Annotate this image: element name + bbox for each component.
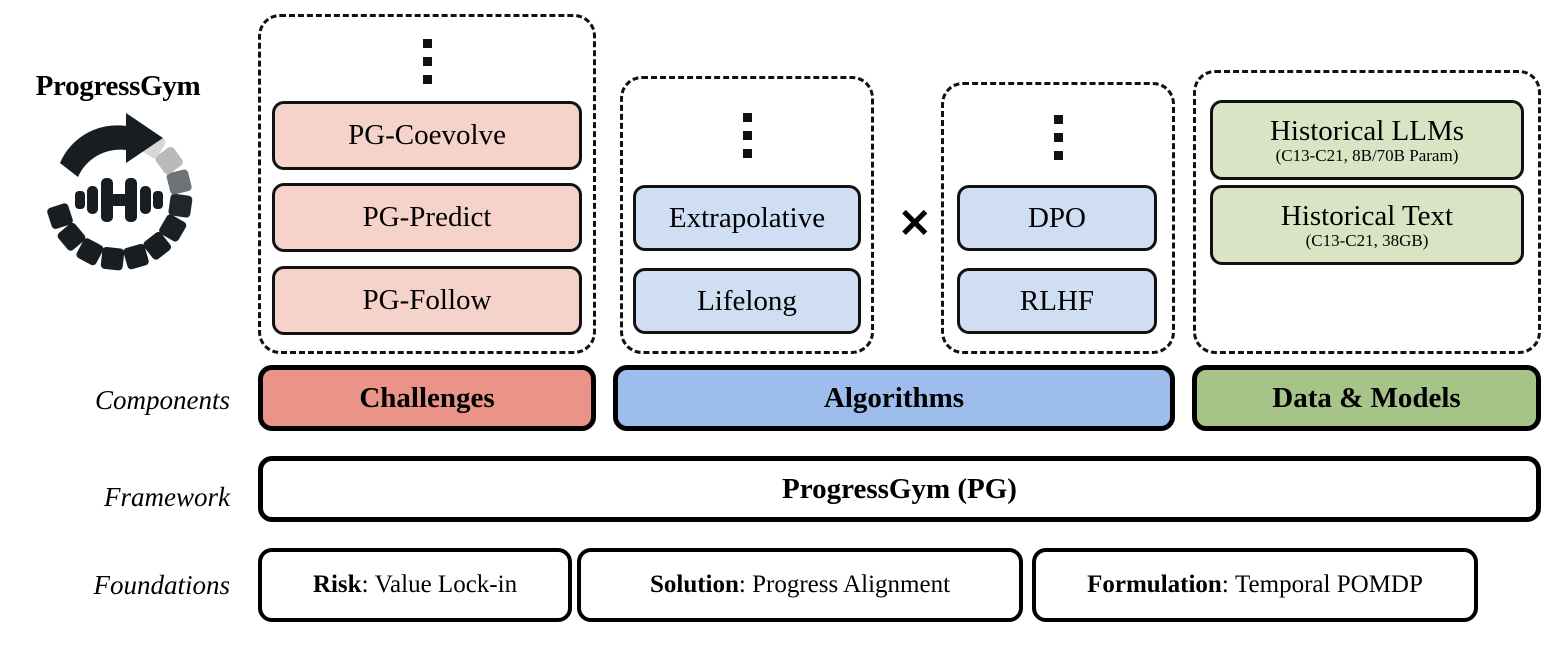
component-bar-challenges[interactable]: Challenges xyxy=(258,365,596,431)
page-title: ProgressGym xyxy=(35,70,201,102)
algorithm-type-vertical-ellipsis-icon xyxy=(743,113,752,158)
framework-bar[interactable]: ProgressGym (PG) xyxy=(258,456,1541,522)
component-bar-data-models[interactable]: Data & Models xyxy=(1192,365,1541,431)
foundation-colon: : xyxy=(738,571,753,598)
algorithm-method-vertical-ellipsis-icon xyxy=(1054,115,1063,160)
foundation-item-key: Solution xyxy=(649,571,739,598)
data-item-sublabel: (C13-C21, 8B/70B Param) xyxy=(1275,145,1459,165)
component-bar-label: Data & Models xyxy=(1272,381,1461,414)
foundation-colon: : xyxy=(1221,571,1236,598)
data-item-historical-text[interactable]: Historical Text (C13-C21, 38GB) xyxy=(1210,185,1524,265)
algorithm-item-dpo[interactable]: DPO xyxy=(957,185,1157,251)
foundation-item-risk[interactable]: Risk: Value Lock-in xyxy=(258,548,572,622)
challenge-item-pg-predict[interactable]: PG-Predict xyxy=(272,183,582,252)
foundation-item-formulation[interactable]: Formulation: Temporal POMDP xyxy=(1032,548,1478,622)
rail-label-framework: Framework xyxy=(104,482,230,512)
algorithm-type-group-container xyxy=(620,76,874,354)
algorithm-item-label: Extrapolative xyxy=(668,201,826,234)
challenge-item-pg-coevolve[interactable]: PG-Coevolve xyxy=(272,101,582,170)
challenges-group-container xyxy=(258,14,596,354)
foundation-item-value: Temporal POMDP xyxy=(1235,571,1423,598)
foundation-item-solution[interactable]: Solution: Progress Alignment xyxy=(577,548,1023,622)
component-bar-algorithms[interactable]: Algorithms xyxy=(613,365,1175,431)
component-bar-label: Algorithms xyxy=(823,381,965,414)
algorithm-method-group-container xyxy=(941,82,1175,354)
algorithm-item-lifelong[interactable]: Lifelong xyxy=(633,268,861,334)
algorithm-item-rlhf[interactable]: RLHF xyxy=(957,268,1157,334)
foundation-item-key: Formulation xyxy=(1087,571,1222,598)
challenge-item-label: PG-Follow xyxy=(362,284,492,317)
rail-label-components: Components xyxy=(95,385,230,415)
challenges-vertical-ellipsis-icon xyxy=(423,39,432,84)
foundation-item-value: Value Lock-in xyxy=(374,571,518,598)
challenge-item-pg-follow[interactable]: PG-Follow xyxy=(272,266,582,335)
algorithm-item-label: Lifelong xyxy=(697,284,797,317)
algorithm-item-label: RLHF xyxy=(1019,284,1095,317)
data-item-sublabel: (C13-C21, 38GB) xyxy=(1305,230,1429,250)
data-item-label: Historical LLMs xyxy=(1269,114,1465,147)
challenge-item-label: PG-Predict xyxy=(362,201,492,234)
cross-product-operator-icon: ✕ xyxy=(898,202,932,246)
foundation-item-value: Progress Alignment xyxy=(752,571,951,598)
component-bar-label: Challenges xyxy=(359,381,495,414)
data-item-label: Historical Text xyxy=(1280,199,1454,232)
progressgym-logo-icon xyxy=(30,105,208,280)
rail-label-foundations: Foundations xyxy=(93,570,230,600)
data-item-historical-llms[interactable]: Historical LLMs (C13-C21, 8B/70B Param) xyxy=(1210,100,1524,180)
framework-bar-label: ProgressGym (PG) xyxy=(782,472,1017,505)
data-models-group-container xyxy=(1193,70,1541,354)
foundation-colon: : xyxy=(361,571,375,598)
algorithm-item-label: DPO xyxy=(1027,201,1086,234)
algorithm-item-extrapolative[interactable]: Extrapolative xyxy=(633,185,861,251)
foundation-item-key: Risk xyxy=(312,571,362,598)
challenge-item-label: PG-Coevolve xyxy=(348,119,506,152)
